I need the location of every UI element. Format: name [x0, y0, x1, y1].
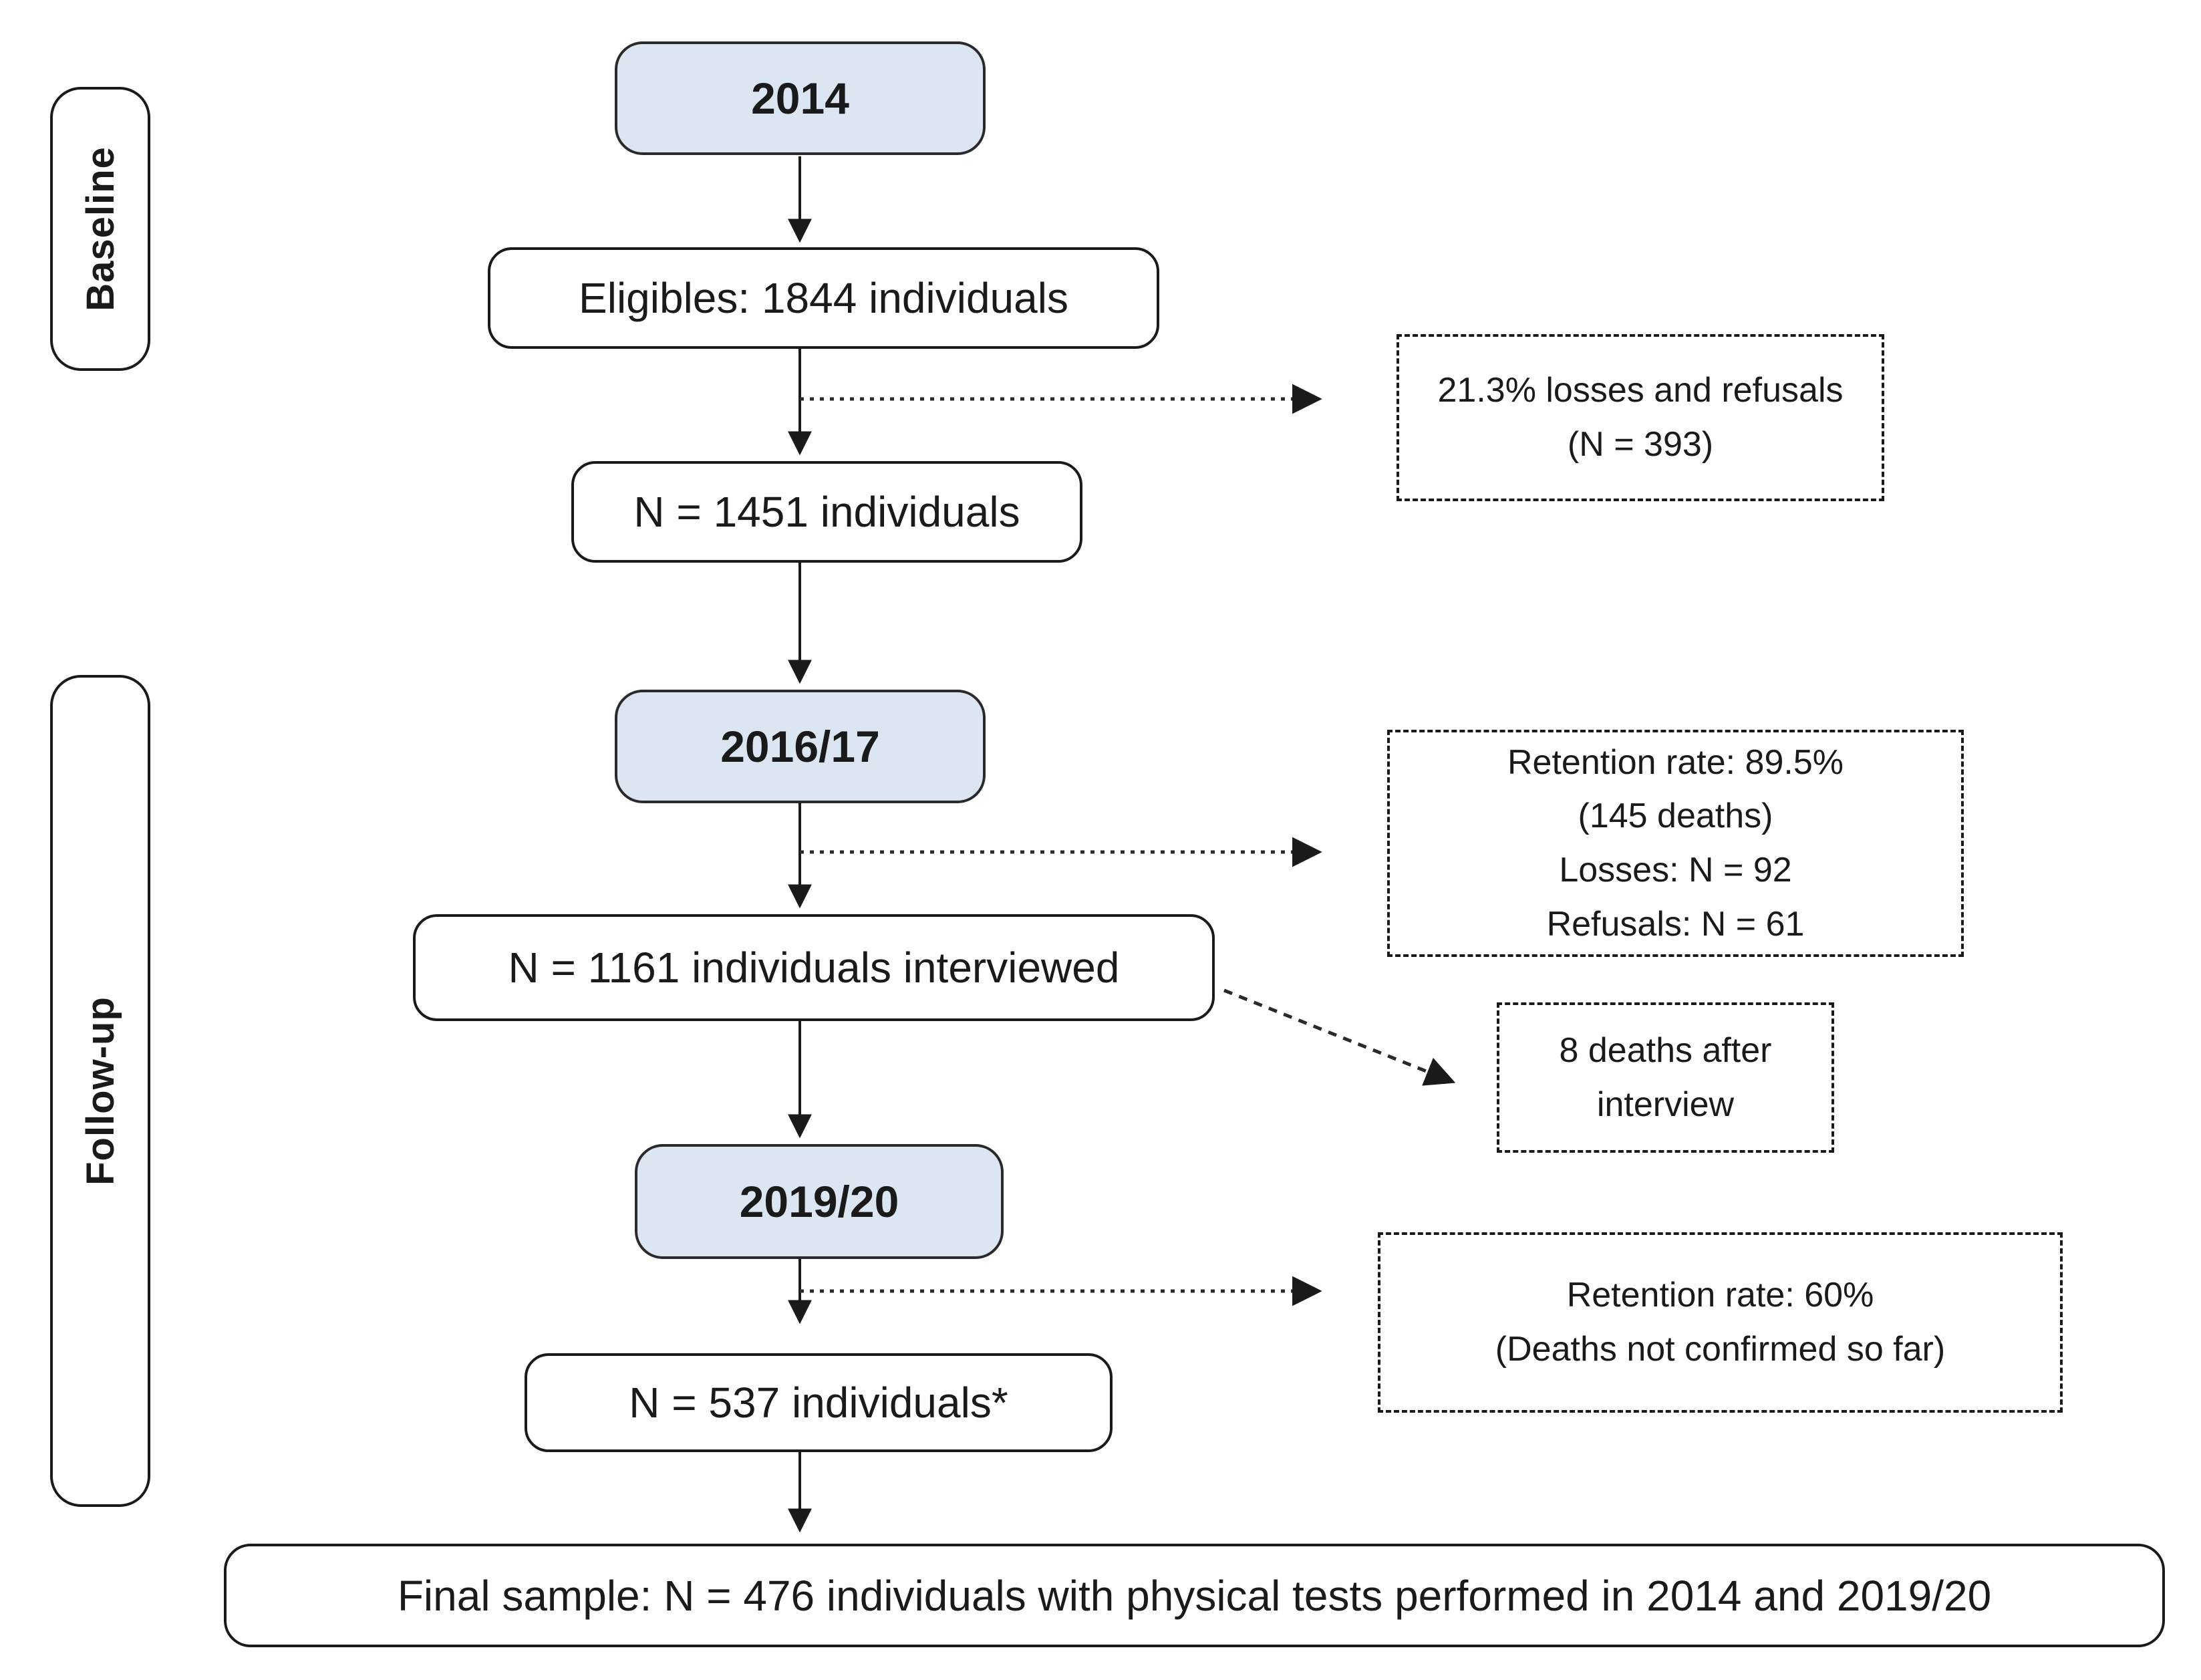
node-n1451-label: N = 1451 individuals: [633, 488, 1020, 536]
note-retention-2016-17: Retention rate: 89.5% (145 deaths) Losse…: [1387, 730, 1964, 957]
phase-baseline-text: Baseline: [78, 146, 122, 311]
note-losses-baseline-line1: 21.3% losses and refusals: [1437, 371, 1844, 410]
node-n537-label: N = 537 individuals*: [629, 1379, 1008, 1427]
note-retention-2019-20-line1: Retention rate: 60%: [1566, 1276, 1874, 1315]
note-retention-2016-17-line3: Losses: N = 92: [1559, 851, 1792, 889]
wave-node-2016-17: 2016/17: [615, 690, 986, 803]
node-n537: N = 537 individuals*: [525, 1353, 1113, 1452]
wave-2014-label: 2014: [751, 74, 849, 123]
wave-2016-17-label: 2016/17: [720, 722, 880, 771]
node-n1161-label: N = 1161 individuals interviewed: [508, 944, 1120, 992]
node-eligibles-label: Eligibles: 1844 individuals: [579, 274, 1068, 322]
phase-followup-text: Follow-up: [78, 996, 122, 1185]
note-deaths-after-line2: interview: [1596, 1085, 1735, 1124]
node-n1161: N = 1161 individuals interviewed: [413, 914, 1215, 1021]
node-eligibles: Eligibles: 1844 individuals: [488, 247, 1159, 349]
phase-label-baseline: Baseline: [50, 87, 150, 371]
dashed-arrow-deaths-after-interview: [1223, 988, 1456, 1086]
note-retention-2016-17-line1: Retention rate: 89.5%: [1507, 742, 1844, 782]
note-retention-2016-17-line2: (145 deaths): [1578, 797, 1773, 836]
note-retention-2019-20: Retention rate: 60% (Deaths not confirme…: [1378, 1232, 2063, 1413]
note-deaths-after-line1: 8 deaths after: [1559, 1030, 1772, 1070]
phase-label-followup: Follow-up: [50, 675, 150, 1507]
note-retention-2016-17-line4: Refusals: N = 61: [1546, 904, 1805, 944]
note-losses-baseline-line2: (N = 393): [1567, 425, 1714, 464]
node-final-sample-label: Final sample: N = 476 individuals with p…: [397, 1571, 1992, 1620]
note-deaths-after-interview: 8 deaths after interview: [1497, 1002, 1834, 1153]
wave-node-2019-20: 2019/20: [635, 1144, 1004, 1259]
wave-node-2014: 2014: [615, 41, 986, 155]
note-retention-2019-20-line2: (Deaths not confirmed so far): [1495, 1330, 1946, 1369]
node-final-sample: Final sample: N = 476 individuals with p…: [224, 1544, 2165, 1647]
wave-2019-20-label: 2019/20: [739, 1177, 899, 1226]
node-n1451: N = 1451 individuals: [571, 461, 1082, 563]
note-losses-baseline: 21.3% losses and refusals (N = 393): [1397, 334, 1884, 501]
